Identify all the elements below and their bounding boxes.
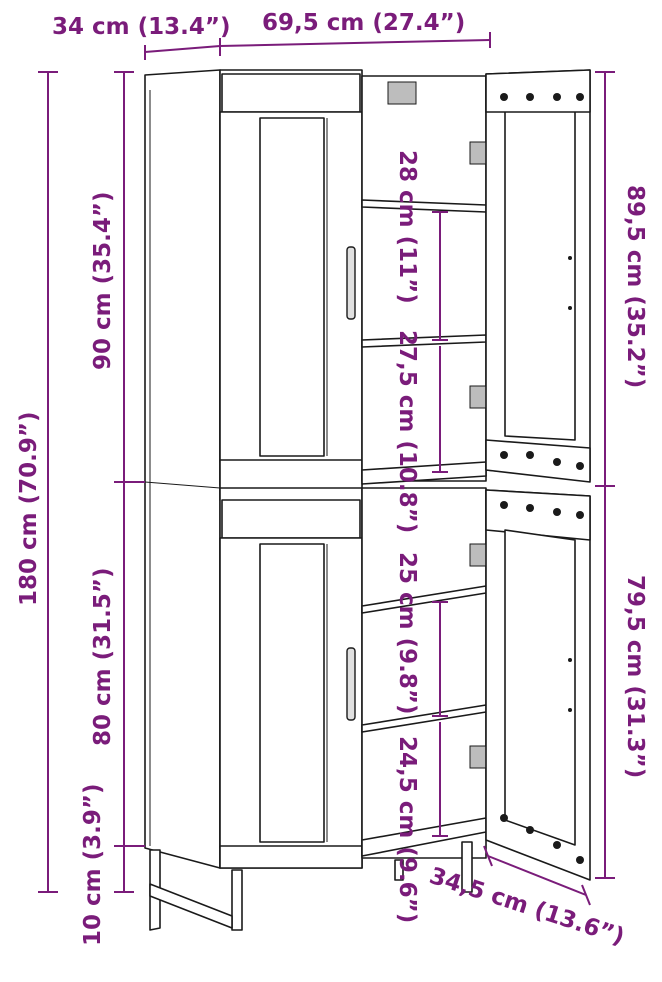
upper-door-height-label: 89,5 cm (35.2”) <box>622 185 648 388</box>
side-panel <box>144 69 221 869</box>
upper-left-handle-icon <box>346 246 356 320</box>
bottom-rail <box>219 845 363 869</box>
lower-door-height-label: 79,5 cm (31.3”) <box>622 575 648 778</box>
dimension-lines <box>38 32 615 906</box>
upper-shelf-1-label: 28 cm (11”) <box>394 150 420 304</box>
door-screw-holes <box>500 93 584 864</box>
upper-height-label: 90 cm (35.4”) <box>90 191 116 370</box>
upper-top-rail <box>221 73 361 113</box>
upper-shelf-2-label: 27,5 cm (10.8”) <box>394 330 420 533</box>
lower-left-handle-icon <box>346 647 356 721</box>
lower-shelf-2-label: 24,5 cm (9.6”) <box>394 736 420 923</box>
metal-legs <box>149 841 473 931</box>
lower-interior <box>361 487 487 859</box>
lower-top-rail <box>221 499 361 539</box>
leg-height-label: 10 cm (3.9”) <box>80 783 106 946</box>
cabinet-drawing <box>144 69 591 931</box>
depth-label: 34 cm (13.4”) <box>52 14 231 40</box>
width-label: 69,5 cm (27.4”) <box>262 10 465 36</box>
lower-height-label: 80 cm (31.5”) <box>90 567 116 746</box>
door-width-label: 34,5 cm (13.6”) <box>426 863 627 951</box>
lower-shelf-1-label: 25 cm (9.8”) <box>394 552 420 715</box>
upper-interior <box>361 75 487 482</box>
total-height-label: 180 cm (70.9”) <box>16 411 42 606</box>
